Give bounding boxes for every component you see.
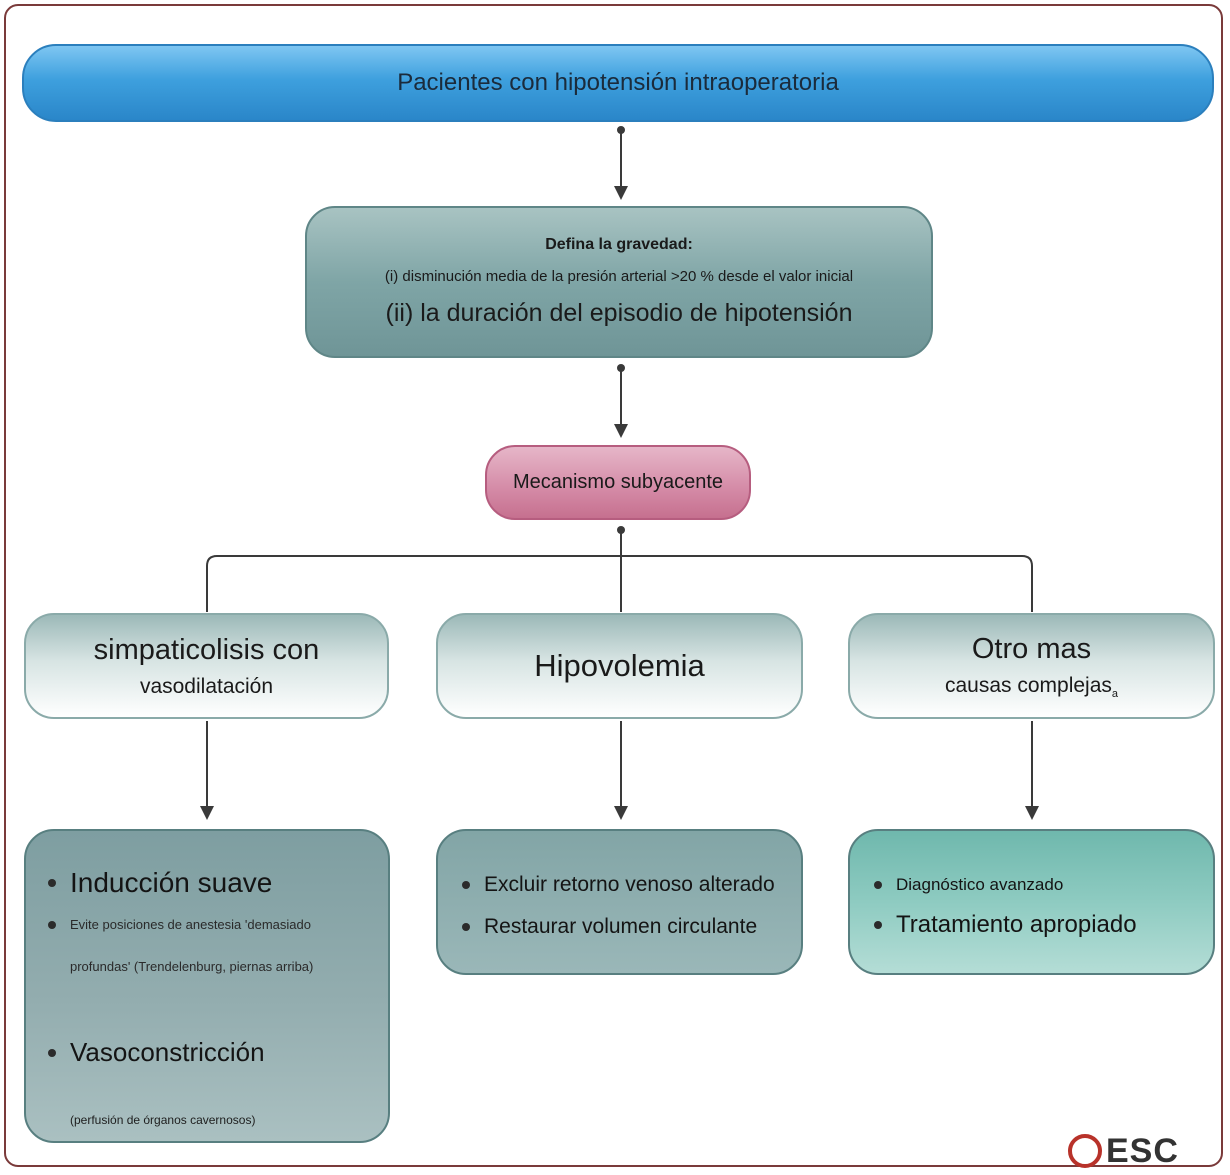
bullet-icon [48, 879, 56, 887]
category-hypovolemia: Hipovolemia [436, 613, 803, 719]
action-item-text: Tratamiento apropiado [896, 911, 1137, 938]
action-item-text: Restaurar volumen circulante [484, 915, 758, 938]
category-other-causes: Otro mas causas complejasa [848, 613, 1215, 719]
action-item-text: Vasoconstricción [70, 1037, 265, 1067]
action-item: Excluir retorno venoso alterado [462, 873, 775, 897]
bullet-icon [874, 921, 882, 929]
category-title: simpaticolisis con [93, 633, 320, 666]
action-item-text: Diagnóstico avanzado [896, 875, 1064, 894]
action-item-text: Excluir retorno venoso alterado [484, 873, 775, 896]
branch-line [206, 555, 1033, 612]
action-item: Diagnóstico avanzado [874, 875, 1063, 895]
category-title: Hipovolemia [534, 648, 705, 684]
esc-logo-text: ESC [1106, 1131, 1179, 1170]
severity-heading: Defina la gravedad: [545, 236, 693, 253]
action-box-other-causes: Diagnóstico avanzado Tratamiento apropia… [848, 829, 1215, 975]
mechanism-box: Mecanismo subyacente [485, 445, 751, 520]
mechanism-label: Mecanismo subyacente [512, 471, 724, 493]
diagram-frame [4, 4, 1223, 1167]
action-item-continuation: profundas' (Trendelenburg, piernas arrib… [70, 959, 314, 974]
category-sympatholysis: simpaticolisis con vasodilatación [24, 613, 389, 719]
category-subtitle-text: causas complejas [944, 674, 1112, 698]
footnote-marker: a [1111, 688, 1119, 701]
bullet-icon [48, 1048, 56, 1057]
bullet-icon [462, 923, 470, 931]
action-item-continuation: (perfusión de órganos cavernosos) [70, 1113, 256, 1127]
patients-header-box: Pacientes con hipotensión intraoperatori… [22, 44, 1214, 122]
severity-box: Defina la gravedad: (i) disminución medi… [305, 206, 933, 358]
category-subtitle: causas complejasa [945, 674, 1118, 700]
category-subtitle: vasodilatación [139, 675, 274, 699]
bullet-icon [462, 881, 470, 889]
action-item-text: Evite posiciones de anestesia 'demasiado [70, 917, 311, 932]
action-item: Evite posiciones de anestesia 'demasiado [48, 917, 311, 932]
bullet-icon [48, 920, 56, 929]
severity-criterion-2: (ii) la duración del episodio de hipoten… [385, 299, 853, 327]
bullet-icon [874, 881, 882, 889]
category-title: Otro mas [971, 632, 1092, 665]
severity-criterion-1: (i) disminución media de la presión arte… [384, 268, 854, 285]
heart-icon [1068, 1134, 1102, 1168]
action-item: Vasoconstricción [48, 1037, 265, 1068]
action-item: Inducción suave [48, 867, 272, 899]
action-box-sympatholysis: Inducción suave Evite posiciones de anes… [24, 829, 390, 1143]
patients-header-text: Pacientes con hipotensión intraoperatori… [397, 69, 839, 96]
action-item: Tratamiento apropiado [874, 911, 1137, 939]
action-box-hypovolemia: Excluir retorno venoso alterado Restaura… [436, 829, 803, 975]
esc-logo: ESC [1068, 1128, 1228, 1174]
action-item-text: Inducción suave [70, 867, 273, 898]
action-item: Restaurar volumen circulante [462, 915, 757, 939]
